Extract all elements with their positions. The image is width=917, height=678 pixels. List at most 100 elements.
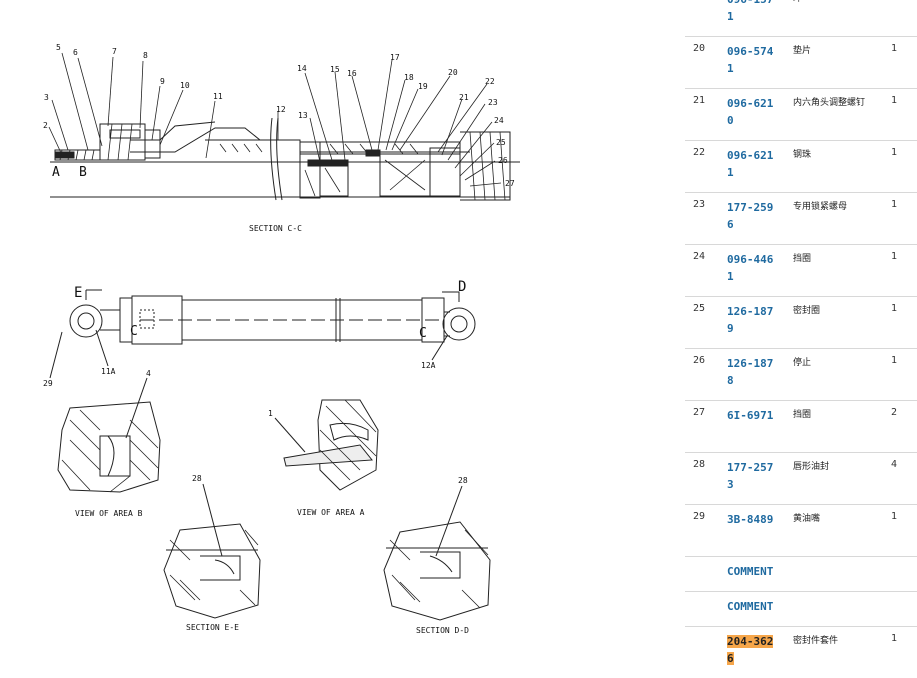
part-item-number: 20 <box>693 43 706 54</box>
parts-row: 20 096-5741 垫片 1 <box>685 36 917 88</box>
callout-21: 21 <box>459 93 469 102</box>
parts-row: 25 126-1879 密封圈 1 <box>685 296 917 348</box>
callout-4: 4 <box>146 369 151 378</box>
part-number-link[interactable]: 3B-8489 <box>727 513 774 526</box>
part-quantity: 2 <box>891 0 897 2</box>
parts-row: 22 096-6211 钢珠 1 <box>685 140 917 192</box>
part-quantity: 1 <box>891 303 898 314</box>
callout-C-right: C <box>419 326 427 341</box>
part-item-number: 21 <box>693 95 706 106</box>
section-cc-callouts: 5 6 7 8 9 10 11 3 2 A B 12 17 14 15 16 1… <box>43 43 515 188</box>
callout-28-dd: 28 <box>458 476 468 485</box>
part-item-number: 27 <box>693 407 706 418</box>
callout-7: 7 <box>112 47 117 56</box>
part-quantity: 1 <box>891 251 898 262</box>
part-item-number: 26 <box>693 355 706 366</box>
part-number-link[interactable]: 204-3626 <box>727 635 774 665</box>
part-description: 钢珠 <box>793 150 812 160</box>
part-number-link[interactable]: 096-6211 <box>727 149 774 179</box>
part-item-number: 28 <box>693 459 706 470</box>
part-number-link[interactable]: 177-2573 <box>727 461 774 491</box>
cylinder-callouts: E D C C 29 11A 12A <box>43 279 466 388</box>
callout-23: 23 <box>488 98 498 107</box>
cylinder-overview <box>49 289 476 379</box>
part-description: 唇形油封 <box>793 462 830 472</box>
part-number-link[interactable]: COMMENT <box>727 600 774 613</box>
callout-17: 17 <box>390 53 400 62</box>
part-quantity: 1 <box>891 95 898 106</box>
part-number-link[interactable]: 096-1571 <box>727 0 773 23</box>
part-quantity: 1 <box>891 199 898 210</box>
callout-11: 11 <box>213 92 223 101</box>
part-quantity: 4 <box>891 459 898 470</box>
section-dd <box>383 485 491 621</box>
part-description: 停止 <box>793 358 812 368</box>
part-number-link[interactable]: 096-5741 <box>727 45 774 75</box>
callout-12A: 12A <box>421 361 436 370</box>
part-description: 密封圈 <box>793 306 821 316</box>
parts-row: 28 177-2573 唇形油封 4 <box>685 452 917 504</box>
part-description: 专用锁紧螺母 <box>793 202 848 212</box>
callout-8: 8 <box>143 51 148 60</box>
callout-29: 29 <box>43 379 53 388</box>
callout-19: 19 <box>418 82 428 91</box>
part-item-number: 22 <box>693 147 706 158</box>
part-number-link[interactable]: 096-4461 <box>727 253 774 283</box>
callout-1: 1 <box>268 409 273 418</box>
part-description: 垫片 <box>793 46 812 56</box>
callout-14: 14 <box>297 64 307 73</box>
part-description: 内六角头调整螺钉 <box>793 98 866 108</box>
callout-6: 6 <box>73 48 78 57</box>
part-item-number: 24 <box>693 251 706 262</box>
callout-22: 22 <box>485 77 495 86</box>
view-area-a-label: VIEW OF AREA A <box>297 508 365 517</box>
callout-16: 16 <box>347 69 357 78</box>
part-quantity: 1 <box>891 633 898 644</box>
parts-row: 204-3626 密封件套件 1 <box>685 626 917 678</box>
part-quantity: 1 <box>891 511 898 522</box>
parts-row: 23 177-2596 专用锁紧螺母 1 <box>685 192 917 244</box>
callout-26: 26 <box>498 156 508 165</box>
part-quantity: 1 <box>891 147 898 158</box>
part-item-number: 23 <box>693 199 706 210</box>
section-ee-label: SECTION E-E <box>186 623 239 632</box>
parts-row: 19 096-1571 环 2 <box>685 0 917 36</box>
part-item-number: 19 <box>693 0 705 2</box>
callout-24: 24 <box>494 116 504 125</box>
part-number-link[interactable]: 177-2596 <box>727 201 774 231</box>
callout-10: 10 <box>180 81 190 90</box>
section-cc-label: SECTION C-C <box>249 224 302 233</box>
section-cc-drawing <box>50 117 520 201</box>
part-item-number: 29 <box>693 511 706 522</box>
callout-12: 12 <box>276 105 286 114</box>
part-number-link[interactable]: 6I-6971 <box>727 409 774 422</box>
part-description: 环 <box>793 0 802 4</box>
part-description: 黄油嘴 <box>793 514 821 524</box>
part-item-number: 25 <box>693 303 706 314</box>
part-description: 挡圈 <box>793 410 812 420</box>
part-number-link[interactable]: 126-1879 <box>727 305 774 335</box>
callout-9: 9 <box>160 77 165 86</box>
part-number-link[interactable]: COMMENT <box>727 565 774 578</box>
view-area-b-label: VIEW OF AREA B <box>75 509 143 518</box>
parts-row: COMMENT <box>685 591 917 626</box>
part-number-link[interactable]: 096-6210 <box>727 97 774 127</box>
part-number-link[interactable]: 126-1878 <box>727 357 774 387</box>
callout-25: 25 <box>496 138 506 147</box>
section-ee <box>163 483 261 619</box>
callout-27: 27 <box>505 179 515 188</box>
view-area-b <box>57 377 161 493</box>
section-dd-label: SECTION D-D <box>416 626 469 635</box>
callout-D: D <box>458 279 466 295</box>
part-quantity: 1 <box>891 43 898 54</box>
callout-E: E <box>74 285 82 301</box>
callout-B: B <box>79 165 87 180</box>
part-description: 密封件套件 <box>793 636 839 646</box>
callout-11A: 11A <box>101 367 116 376</box>
parts-row: 21 096-6210 内六角头调整螺钉 1 <box>685 88 917 140</box>
parts-list: 19 096-1571 环 2 20 096-5741 垫片 1 21 096-6210 内六角头调… <box>685 0 917 678</box>
parts-row: COMMENT <box>685 556 917 591</box>
